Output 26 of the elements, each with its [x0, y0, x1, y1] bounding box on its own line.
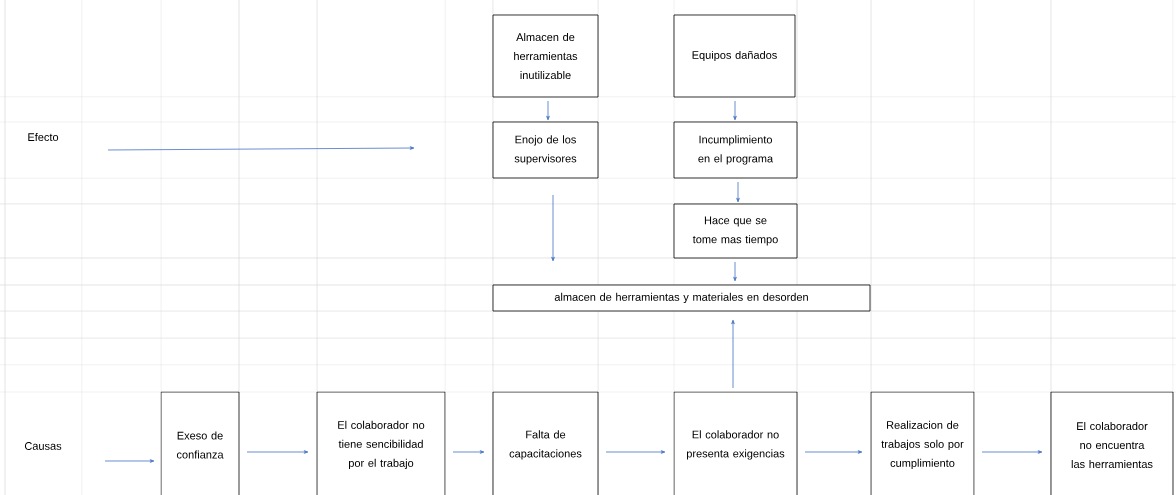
- process-box: Falta de capacitaciones: [492, 391, 599, 495]
- arrow: [981, 450, 1043, 454]
- process-box: Enojo de los supervisores: [492, 121, 599, 179]
- process-box: El colaborador no presenta exigencias: [673, 391, 798, 495]
- arrow: [546, 100, 550, 121]
- arrow: [104, 459, 155, 463]
- process-box: Exeso de confianza: [160, 391, 240, 495]
- process-box: Hace que se tome mas tiempo: [673, 203, 798, 259]
- process-box: Incumplimiento en el programa: [673, 121, 798, 179]
- row-label: Efecto: [28, 132, 59, 142]
- arrow: [733, 100, 737, 121]
- arrow: [246, 450, 309, 454]
- row-label: Causas: [24, 442, 62, 450]
- process-box: El colaborador no encuentra las herramientas: [1050, 391, 1174, 495]
- arrow: [736, 181, 740, 203]
- arrow: [804, 450, 863, 454]
- process-box: Realizacion de trabajos solo por cumplimiento: [870, 391, 975, 495]
- process-box: Equipos dañados: [673, 14, 796, 98]
- arrow: [452, 450, 485, 454]
- process-box: Almacen de herramientas inutilizable: [492, 14, 599, 98]
- arrow: [605, 450, 666, 454]
- arrow: [551, 194, 555, 262]
- arrow: [731, 319, 735, 389]
- process-box: almacen de herramientas y materiales en desorden: [492, 284, 871, 312]
- arrow: [733, 261, 737, 282]
- process-box: El colaborador no tiene sencibilidad por el trabajo: [316, 391, 446, 495]
